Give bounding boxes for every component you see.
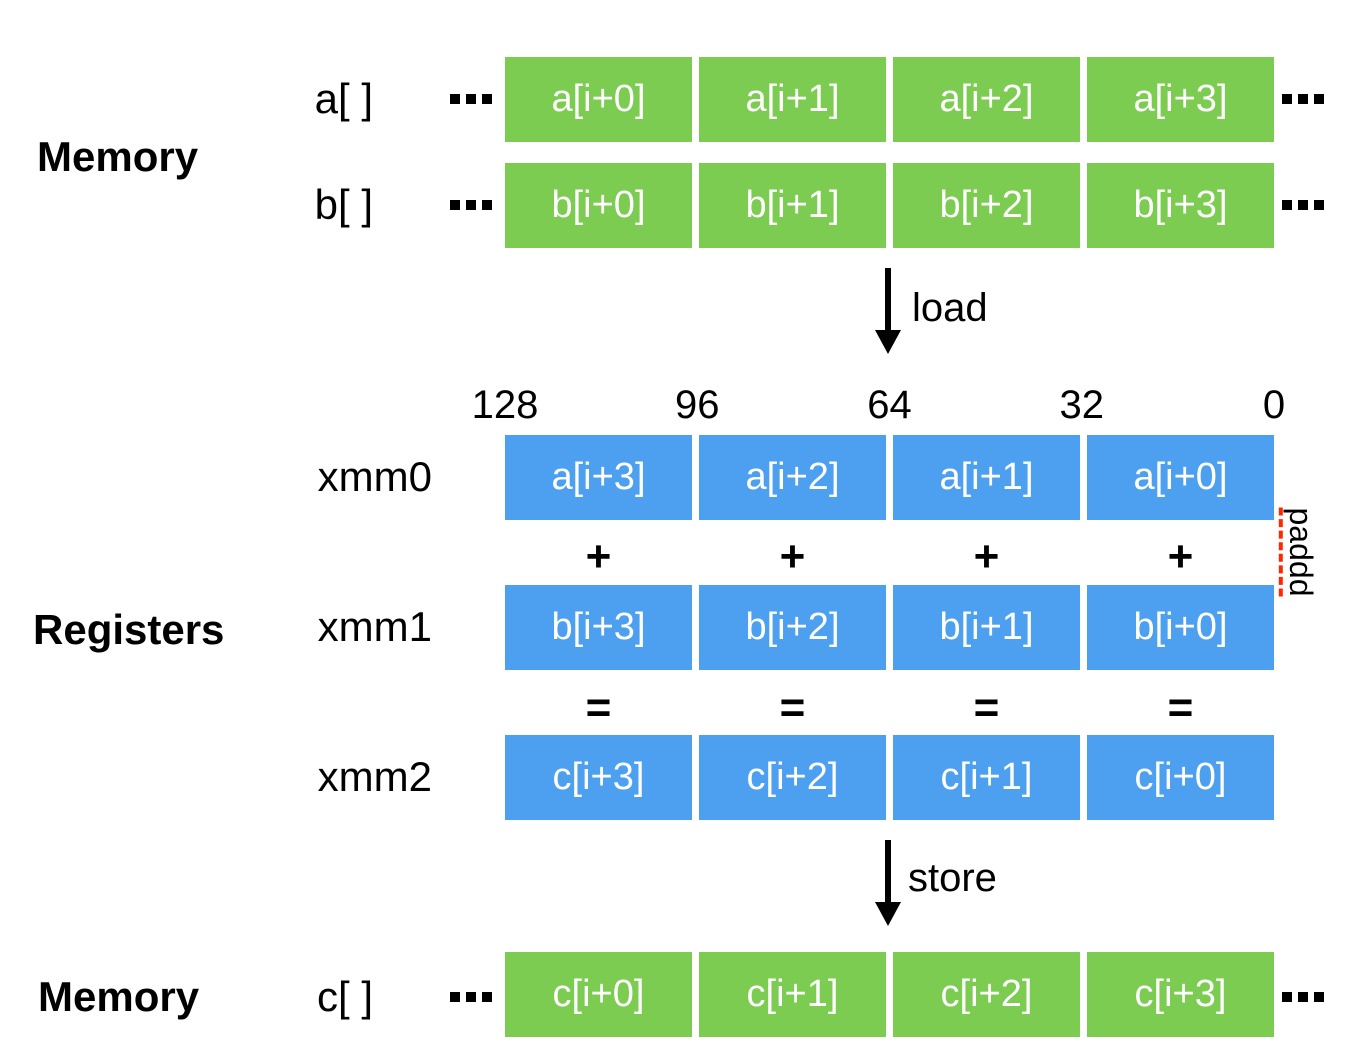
bit-label-0: 0 [1262, 383, 1286, 427]
ellipsis-dots-b-right [1282, 200, 1324, 210]
xmm0-cell-1: a[i+1] [893, 435, 1080, 520]
xmm0-cell-3: a[i+3] [505, 435, 692, 520]
xmm1-cell-3: b[i+3] [505, 585, 692, 670]
array-a-label: a[ ] [314, 75, 373, 122]
array-c-label: c[ ] [316, 973, 373, 1020]
ellipsis-dots-c-right [1282, 992, 1324, 1002]
memory-row-a: a[i+0] a[i+1] a[i+2] a[i+3] [505, 57, 1274, 142]
register-row-xmm0: a[i+3] a[i+2] a[i+1] a[i+0] [505, 435, 1274, 520]
store-label: store [908, 856, 997, 900]
memory-cell-a2: a[i+2] [893, 57, 1080, 142]
bit-label-128: 128 [471, 383, 539, 427]
equals-operator-3: = [585, 683, 612, 732]
equals-operator-1: = [973, 683, 1000, 732]
memory-cell-a0: a[i+0] [505, 57, 692, 142]
register-row-xmm1: b[i+3] b[i+2] b[i+1] b[i+0] [505, 585, 1274, 670]
memory-cell-c0: c[i+0] [505, 952, 692, 1037]
ellipsis-dots-b-left [450, 200, 492, 210]
equals-operator-row: = = = = [505, 683, 1274, 732]
ellipsis-dots-a-right [1282, 94, 1324, 104]
memory-cell-c1: c[i+1] [699, 952, 886, 1037]
bit-label-96: 96 [675, 383, 720, 427]
plus-operator-0: + [1167, 532, 1194, 581]
bit-label-32: 32 [1059, 383, 1105, 427]
plus-operator-3: + [585, 532, 612, 581]
xmm2-cell-3: c[i+3] [505, 735, 692, 820]
array-b-label: b[ ] [314, 181, 373, 228]
memory-cell-a3: a[i+3] [1087, 57, 1274, 142]
registers-section-label: Registers [33, 606, 225, 653]
plus-operator-1: + [973, 532, 1000, 581]
xmm1-cell-2: b[i+2] [699, 585, 886, 670]
memory-row-c: c[i+0] c[i+1] c[i+2] c[i+3] [505, 952, 1274, 1037]
equals-operator-0: = [1167, 683, 1194, 732]
load-arrow-icon [873, 268, 903, 354]
ellipsis-dots-c-left [450, 992, 492, 1002]
ellipsis-dots-a-left [450, 94, 492, 104]
load-label: load [912, 286, 988, 330]
plus-operator-row: + + + + [505, 532, 1274, 581]
plus-operator-2: + [779, 532, 806, 581]
store-arrow-icon [873, 840, 903, 926]
bit-position-scale: 128 96 64 32 0 [472, 383, 1286, 427]
xmm1-cell-0: b[i+0] [1087, 585, 1274, 670]
memory-cell-c3: c[i+3] [1087, 952, 1274, 1037]
xmm2-cell-0: c[i+0] [1087, 735, 1274, 820]
xmm2-cell-1: c[i+1] [893, 735, 1080, 820]
paddd-instruction-label: paddd [1279, 507, 1319, 597]
memory-cell-b0: b[i+0] [505, 163, 692, 248]
bit-label-64: 64 [867, 383, 912, 427]
equals-operator-2: = [779, 683, 806, 732]
xmm0-cell-0: a[i+0] [1087, 435, 1274, 520]
memory-cell-b1: b[i+1] [699, 163, 886, 248]
xmm1-label: xmm1 [317, 603, 432, 650]
memory-cell-c2: c[i+2] [893, 952, 1080, 1037]
xmm0-cell-2: a[i+2] [699, 435, 886, 520]
memory-top-section-label: Memory [37, 133, 199, 180]
memory-cell-b2: b[i+2] [893, 163, 1080, 248]
xmm2-label: xmm2 [317, 753, 432, 800]
xmm1-cell-1: b[i+1] [893, 585, 1080, 670]
register-row-xmm2: c[i+3] c[i+2] c[i+1] c[i+0] [505, 735, 1274, 820]
memory-row-b: b[i+0] b[i+1] b[i+2] b[i+3] [505, 163, 1274, 248]
xmm0-label: xmm0 [317, 453, 432, 500]
xmm2-cell-2: c[i+2] [699, 735, 886, 820]
memory-cell-a1: a[i+1] [699, 57, 886, 142]
memory-cell-b3: b[i+3] [1087, 163, 1274, 248]
memory-bottom-section-label: Memory [38, 973, 200, 1020]
